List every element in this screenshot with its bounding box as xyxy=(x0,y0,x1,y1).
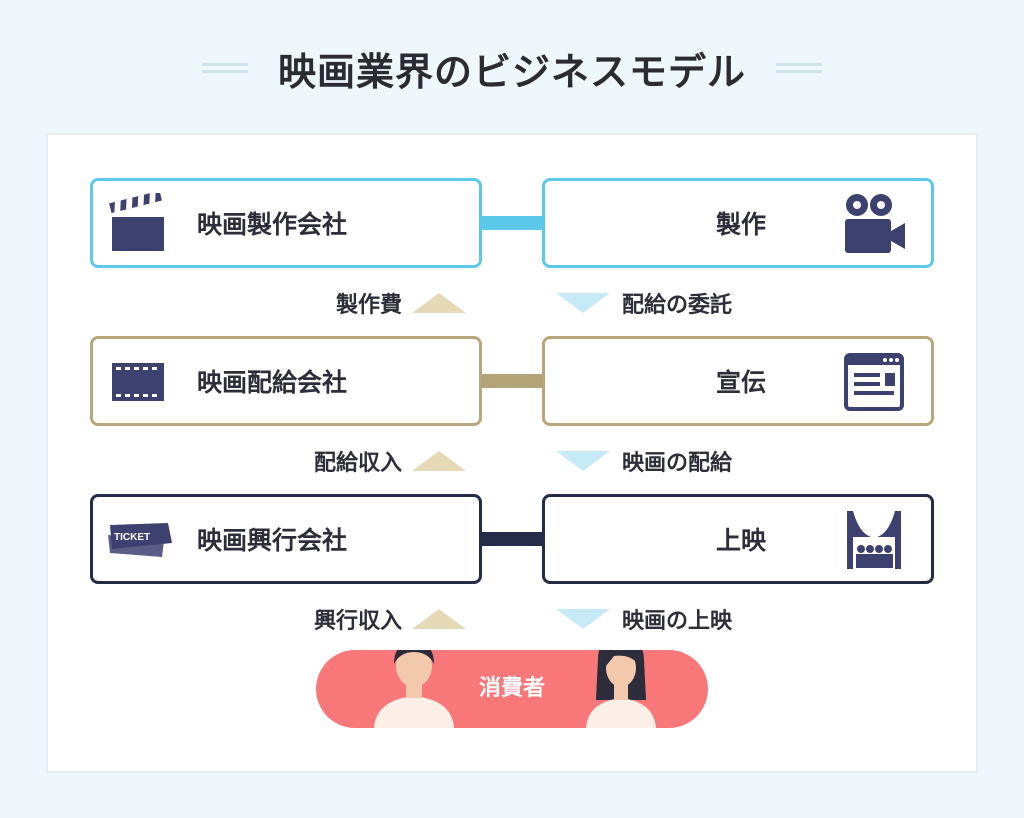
movie-camera-icon xyxy=(845,194,905,253)
production-company-label: 映画製作会社 xyxy=(197,210,348,239)
screening-role-label: 上映 xyxy=(715,526,766,555)
theater-stage-icon xyxy=(847,511,901,569)
flow-up-3: 興行収入 xyxy=(314,599,466,639)
connector-distribution xyxy=(482,374,542,388)
up-arrow-icon xyxy=(412,293,466,313)
production-role-label: 製作 xyxy=(715,210,766,239)
distribution-company-box: 映画配給会社 xyxy=(90,336,482,426)
down-arrow-icon xyxy=(556,293,610,313)
flow-up-1: 製作費 xyxy=(336,283,466,323)
production-role-box: 製作 xyxy=(542,178,934,268)
flow-down-1: 配給の委託 xyxy=(556,283,732,323)
distribution-company-label: 映画配給会社 xyxy=(197,368,348,397)
down-arrow-icon xyxy=(556,451,610,471)
up-arrow-icon xyxy=(412,609,466,629)
ticket-text: TICKET xyxy=(114,532,150,543)
flow-down-2-label: 映画の配給 xyxy=(622,451,733,476)
flow-down-3: 映画の上映 xyxy=(556,599,732,639)
flow-up-2: 配給収入 xyxy=(314,441,466,481)
exhibition-company-box: TICKET 映画興行会社 xyxy=(90,494,482,584)
down-arrow-icon xyxy=(556,609,610,629)
flow-up-2-label: 配給収入 xyxy=(313,451,402,476)
title-decoration-left xyxy=(201,63,248,73)
man-icon xyxy=(374,650,454,728)
connector-exhibition xyxy=(482,532,542,546)
up-arrow-icon xyxy=(412,451,466,471)
ticket-icon: TICKET xyxy=(108,523,172,557)
flow-down-1-label: 配給の委託 xyxy=(622,293,733,318)
flow-up-1-label: 製作費 xyxy=(335,293,402,318)
production-company-box: 映画製作会社 xyxy=(90,178,482,268)
page-title: 映画業界のビジネスモデル xyxy=(277,49,746,94)
promotion-role-label: 宣伝 xyxy=(715,368,766,397)
connector-production xyxy=(482,216,542,230)
promotion-role-box: 宣伝 xyxy=(542,336,934,426)
title-decoration-right xyxy=(776,63,822,73)
clapperboard-icon xyxy=(109,193,164,251)
flow-down-2: 映画の配給 xyxy=(556,441,732,481)
browser-window-icon xyxy=(844,353,904,411)
woman-icon xyxy=(586,650,656,728)
consumer-label: 消費者 xyxy=(478,676,545,701)
flow-up-3-label: 興行収入 xyxy=(313,609,402,634)
exhibition-company-label: 映画興行会社 xyxy=(197,526,348,555)
consumer-pill: 消費者 xyxy=(316,650,708,728)
flow-down-3-label: 映画の上映 xyxy=(622,609,733,634)
film-strip-icon xyxy=(112,363,164,401)
screening-role-box: 上映 xyxy=(542,494,934,584)
title-area: 映画業界のビジネスモデル xyxy=(0,38,1024,98)
